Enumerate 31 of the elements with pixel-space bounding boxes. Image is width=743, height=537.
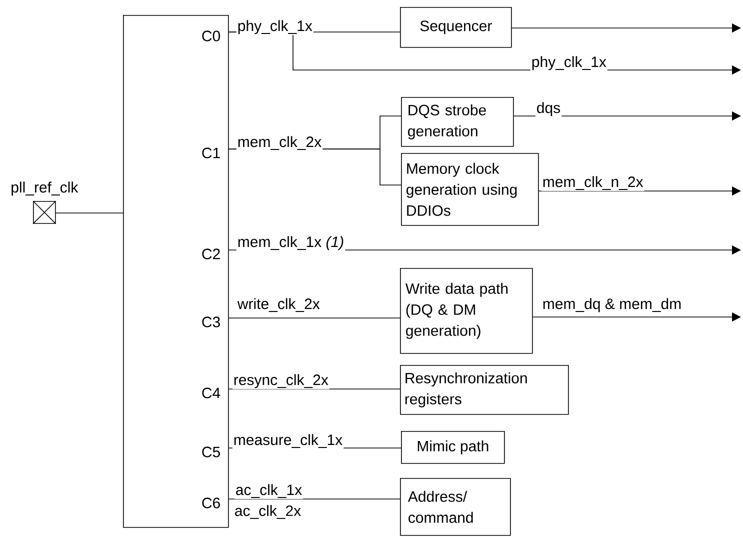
edge-label: mem_dq & mem_dm <box>541 297 683 314</box>
edge-label: phy_clk_1x <box>236 19 314 36</box>
block-box: Resynchronization registers <box>400 364 569 415</box>
port-label: C2 <box>202 248 220 260</box>
pll-block <box>123 15 229 528</box>
edge-label: write_clk_2x <box>236 297 321 313</box>
block-box: Write data path (DQ & DM generation) <box>400 268 533 354</box>
connector-line <box>228 388 400 390</box>
connector-line <box>55 212 124 214</box>
block-box: DQS strobe generation <box>401 97 514 147</box>
edge-label: resync_clk_2x <box>232 373 330 390</box>
edge-label: ac_clk_1x <box>234 483 304 499</box>
port-label: C5 <box>202 446 220 458</box>
edge-label: dqs <box>535 101 562 118</box>
port-label: C0 <box>202 30 220 42</box>
edge-label: mem_clk_1x (1) <box>236 235 346 252</box>
block-box: Address/ command <box>400 478 511 536</box>
edge-label: mem_clk_2x <box>236 135 323 151</box>
edge-label: phy_clk_1x <box>530 55 608 72</box>
port-label: C4 <box>202 388 220 398</box>
block-box: Mimic path <box>401 430 505 464</box>
block-box: Memory clock generation using DDIOs <box>401 152 539 226</box>
edge-label: mem_clk_n_2x <box>541 175 644 191</box>
port-label: C3 <box>202 316 220 328</box>
edge-label: measure_clk_1x <box>232 433 344 449</box>
port-label: C1 <box>202 148 220 158</box>
port-label: C6 <box>202 498 220 508</box>
block-box: Sequencer <box>400 6 512 48</box>
connector-line <box>228 498 400 500</box>
signal-label: ac_clk_2x <box>235 505 301 519</box>
pin-label: pll_ref_clk <box>12 182 78 196</box>
